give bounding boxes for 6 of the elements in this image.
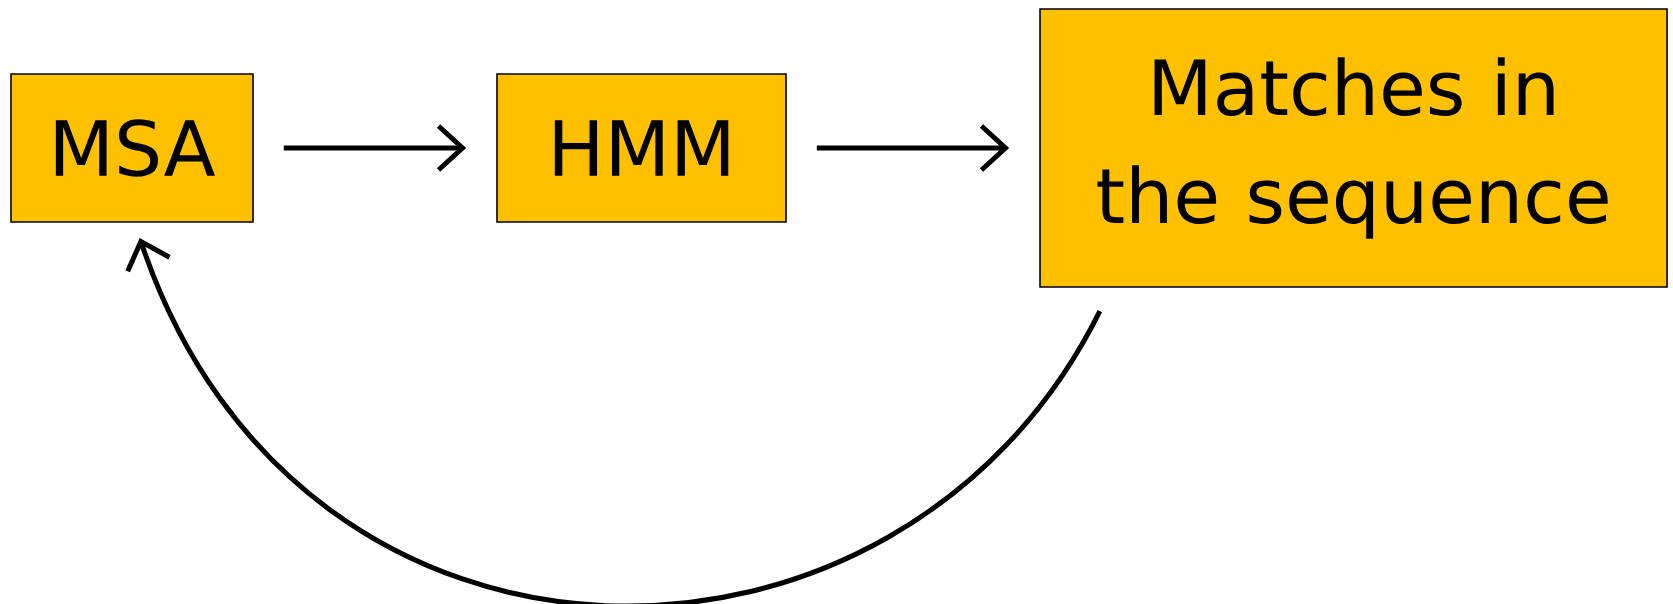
process-box: MSA (10, 73, 254, 223)
process-box: Matches in the sequence (1039, 8, 1668, 288)
arrow (125, 237, 1102, 604)
arrow (283, 124, 467, 172)
process-box: HMM (496, 73, 787, 223)
arrow (816, 124, 1010, 172)
